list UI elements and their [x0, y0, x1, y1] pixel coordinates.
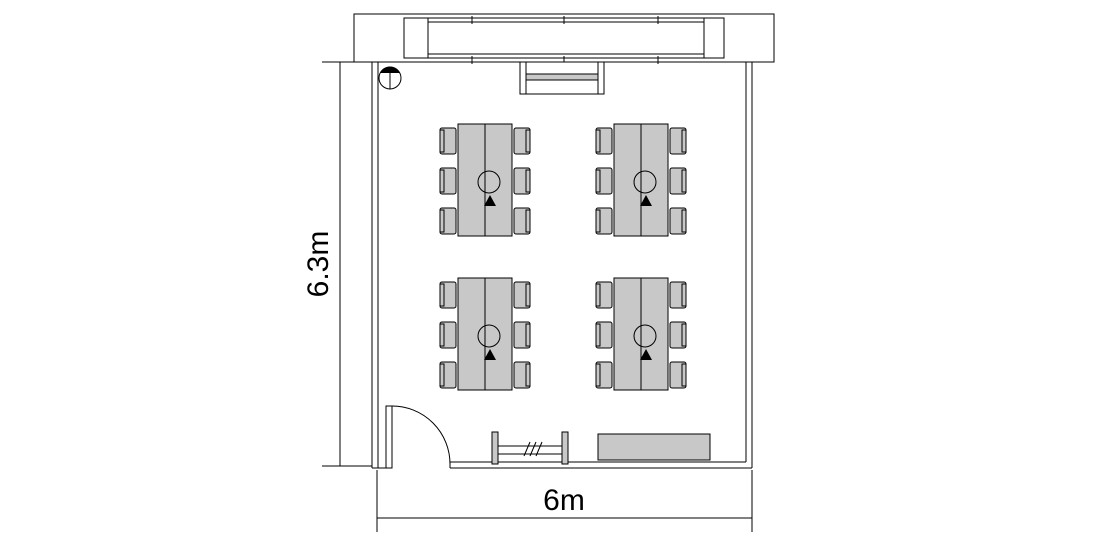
chair	[513, 281, 531, 309]
table-3	[439, 277, 531, 391]
triangle-marker-icon	[484, 195, 496, 206]
chair	[439, 127, 457, 155]
chair	[595, 167, 613, 195]
width-dimension: 6m	[376, 470, 753, 532]
height-dimension: 6.3m	[302, 61, 372, 467]
triangle-marker-icon	[484, 349, 496, 360]
table-1	[439, 123, 531, 237]
triangle-marker-icon	[640, 195, 652, 206]
chair	[595, 321, 613, 349]
room-walls	[371, 61, 753, 469]
chair	[669, 207, 687, 235]
width-label: 6m	[543, 484, 585, 517]
table-2	[595, 123, 687, 237]
chair	[513, 127, 531, 155]
coat-rack	[491, 431, 569, 465]
chair	[669, 321, 687, 349]
chair	[439, 167, 457, 195]
side-counter	[597, 433, 711, 461]
chair	[595, 207, 613, 235]
chair	[513, 207, 531, 235]
chair	[595, 127, 613, 155]
chair	[513, 321, 531, 349]
chair	[669, 167, 687, 195]
chair	[439, 281, 457, 309]
chair	[513, 167, 531, 195]
outlet-icon	[477, 170, 501, 194]
window-bay	[353, 13, 775, 64]
chair	[595, 361, 613, 389]
chair	[669, 281, 687, 309]
chair	[513, 361, 531, 389]
chair	[439, 207, 457, 235]
height-label: 6.3m	[302, 231, 335, 298]
outlet-icon	[633, 324, 657, 348]
chair	[669, 361, 687, 389]
chair	[439, 321, 457, 349]
top-shelf	[519, 61, 605, 95]
chair	[595, 281, 613, 309]
tables-group	[439, 123, 687, 391]
outlet-icon	[633, 170, 657, 194]
column-icon	[378, 66, 402, 90]
chair	[439, 361, 457, 389]
outlet-icon	[477, 324, 501, 348]
door	[385, 405, 451, 469]
triangle-marker-icon	[640, 349, 652, 360]
chair	[669, 127, 687, 155]
table-4	[595, 277, 687, 391]
